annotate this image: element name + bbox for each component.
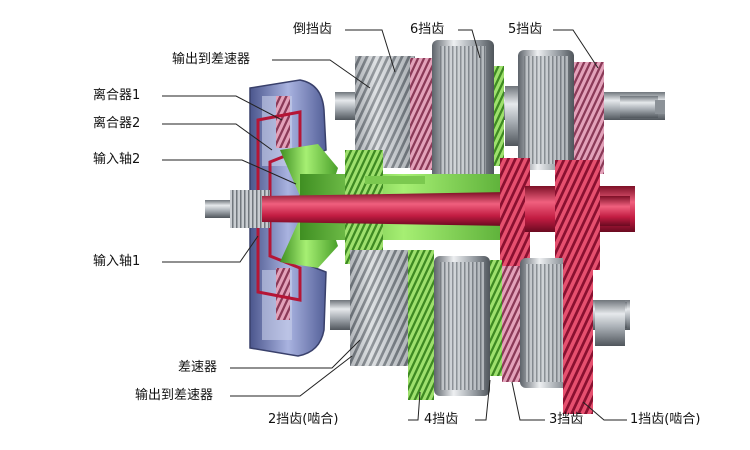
label-gear6: 6挡齿 bbox=[410, 22, 445, 37]
label-clutch2: 离合器2 bbox=[93, 116, 141, 131]
label-gear3: 3挡齿 bbox=[549, 412, 584, 427]
label-input-shaft1: 输入轴1 bbox=[93, 254, 141, 269]
label-gear2: 2挡齿(啮合) bbox=[268, 412, 339, 427]
label-gear1: 1挡齿(啮合) bbox=[630, 412, 701, 427]
label-reverse-gear: 倒挡齿 bbox=[293, 22, 333, 37]
label-input-shaft2: 输入轴2 bbox=[93, 152, 141, 167]
gear5 bbox=[505, 50, 604, 174]
gear6 bbox=[410, 40, 504, 180]
reverse-gear bbox=[355, 56, 415, 168]
input-shaft-1 bbox=[205, 158, 635, 288]
label-gear5: 5挡齿 bbox=[508, 22, 543, 37]
leader-lines bbox=[162, 29, 627, 421]
differential-output-gear bbox=[350, 250, 410, 366]
gear1 bbox=[563, 244, 625, 414]
label-output-to-differential-bottom: 输出到差速器 bbox=[135, 388, 214, 403]
label-gear4: 4挡齿 bbox=[424, 412, 459, 427]
label-clutch1: 离合器1 bbox=[93, 88, 141, 103]
gear4 bbox=[434, 256, 502, 396]
label-differential: 差速器 bbox=[178, 360, 218, 375]
label-output-to-differential-top: 输出到差速器 bbox=[172, 52, 251, 67]
gear3 bbox=[502, 258, 576, 388]
gear2 bbox=[408, 250, 434, 400]
